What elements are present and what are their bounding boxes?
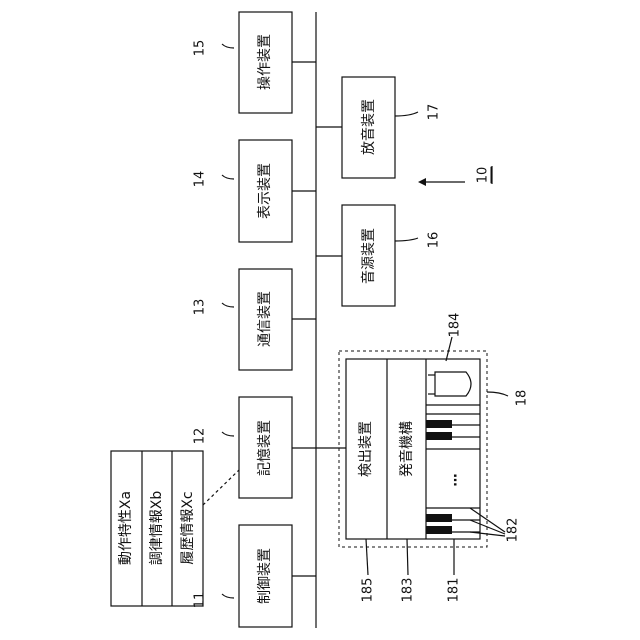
operation-block: 操作装置 15 — [193, 12, 317, 113]
control-ref: 11 — [193, 592, 208, 609]
storage-item-history-info: 履歴情報Xc — [180, 491, 196, 564]
pedal: 184 — [428, 313, 471, 396]
pedal-ref: 184 — [448, 313, 463, 338]
display-block: 表示装置 14 — [193, 140, 317, 242]
operation-ref: 15 — [193, 40, 208, 57]
black-key — [426, 514, 452, 522]
storage-label: 記憶装置 — [256, 420, 273, 476]
storage-contents-table: 動作特性Xa 調律情報Xb 履歴情報Xc — [111, 451, 239, 606]
sound-source-ref: 16 — [427, 232, 442, 249]
communication-ref: 13 — [193, 299, 208, 316]
system-ref: 10 — [418, 166, 492, 186]
storage-item-operation-characteristic: 動作特性Xa — [118, 491, 134, 565]
sounding-ref: 183 — [401, 578, 416, 603]
sound-output-block: 放音装置 17 — [316, 77, 442, 178]
detector-label: 検出装置 — [358, 421, 374, 477]
instrument-ref: 18 — [515, 390, 530, 407]
storage-ref: 12 — [193, 428, 208, 445]
sound-source-block: 音源装置 16 — [316, 205, 442, 306]
black-key — [426, 432, 452, 440]
display-ref: 14 — [193, 171, 208, 188]
communication-label: 通信装置 — [257, 291, 273, 347]
black-key — [426, 526, 452, 534]
storage-item-tuning-info: 調律情報Xb — [149, 491, 165, 566]
instrument-block: 検出装置 発音機構 184 … 181 — [316, 313, 530, 603]
detector-ref: 185 — [361, 578, 376, 603]
sound-output-ref: 17 — [427, 104, 442, 121]
control-block: 制御装置 11 — [193, 525, 317, 627]
control-label: 制御装置 — [257, 548, 273, 604]
operation-label: 操作装置 — [257, 34, 273, 90]
display-label: 表示装置 — [257, 163, 273, 219]
sound-source-label: 音源装置 — [360, 228, 377, 284]
keys-ref: 182 — [506, 518, 521, 543]
keyboard-ref: 181 — [447, 578, 462, 603]
sounding-label: 発音機構 — [398, 421, 415, 477]
system-ref-label: 10 — [476, 167, 491, 184]
keyboard-ellipsis: … — [446, 474, 461, 487]
black-key — [426, 420, 452, 428]
communication-block: 通信装置 13 — [193, 269, 317, 370]
storage-block: 記憶装置 12 — [193, 397, 317, 498]
sound-output-label: 放音装置 — [360, 99, 377, 155]
